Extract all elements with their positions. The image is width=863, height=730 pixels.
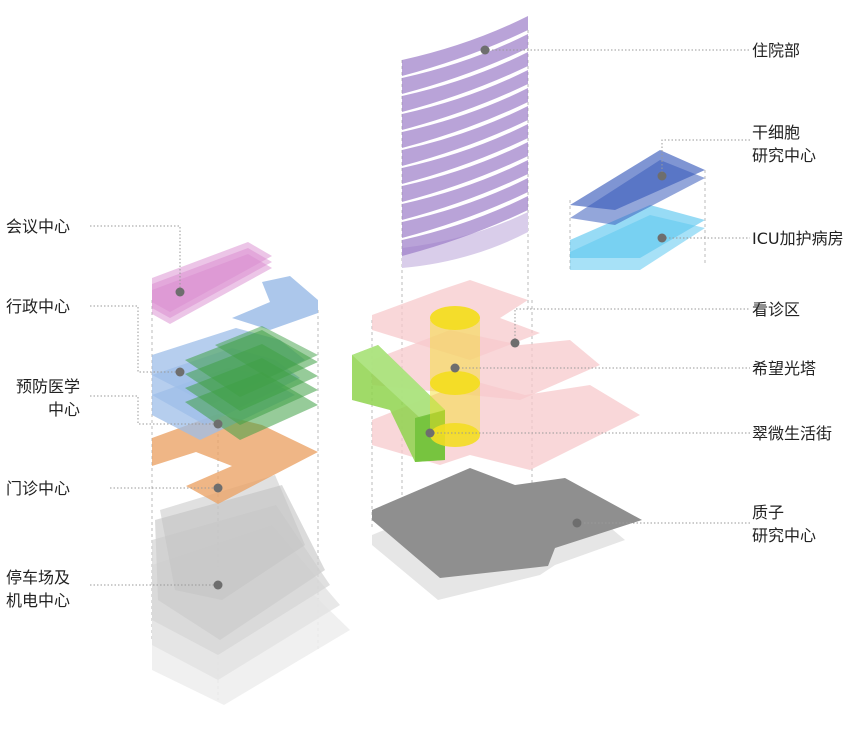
label-outpatient: 门诊中心 [6, 479, 71, 498]
label-tower: 希望光塔 [752, 359, 817, 378]
inpatient-slab [402, 34, 528, 94]
label-proton: 质子 研究中心 [752, 503, 817, 545]
label-parking: 停车场及 机电中心 [6, 568, 71, 610]
preventive-layers [185, 326, 318, 440]
inpatient-slab [402, 16, 528, 76]
inpatient-slab [402, 70, 528, 130]
inpatient-slab [402, 88, 528, 148]
label-street: 翠微生活街 [752, 424, 833, 443]
label-admin: 行政中心 [6, 297, 71, 316]
inpatient-slab [402, 52, 528, 112]
label-icu: ICU加护病房 [752, 229, 844, 248]
inpatient-slab [402, 124, 528, 184]
inpatient-slab [402, 178, 528, 238]
parking-layers [152, 475, 350, 705]
inpatient-slab [402, 160, 528, 220]
leader-lines [90, 49, 750, 586]
inpatient-slab [402, 106, 528, 166]
inpatient-layers [402, 212, 528, 268]
label-inpatient: 住院部 [752, 41, 801, 60]
label-preventive: 预防医学 中心 [15, 377, 80, 419]
label-stemcell: 干细胞 研究中心 [752, 123, 817, 165]
inpatient-slab [402, 142, 528, 202]
inpatient-stack [402, 16, 528, 256]
inpatient-slab [402, 196, 528, 256]
tower-cylinders [430, 306, 480, 447]
marker-dots [175, 45, 667, 590]
label-clinic: 看诊区 [752, 300, 801, 319]
street-layers [352, 345, 445, 462]
stemcell-layers [570, 150, 705, 225]
proton-layers [372, 468, 642, 600]
label-conference: 会议中心 [6, 217, 71, 236]
icu-layers [570, 205, 705, 270]
